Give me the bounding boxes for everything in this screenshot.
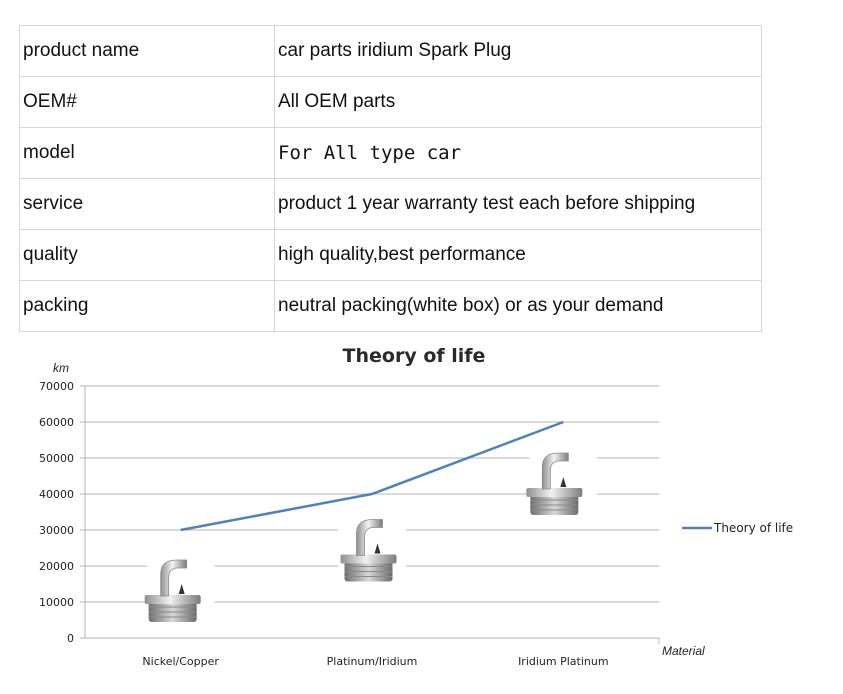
table-row: service product 1 year warranty test eac… <box>19 178 762 230</box>
x-tick-label: Platinum/Iridium <box>327 655 418 668</box>
legend-label: Theory of life <box>713 521 793 535</box>
legend: Theory of life <box>682 521 793 535</box>
spec-key: OEM# <box>19 76 275 128</box>
x-tick-label: Nickel/Copper <box>142 655 219 668</box>
table-row: packing neutral packing(white box) or as… <box>19 280 762 332</box>
x-axis-label: Material <box>662 644 705 658</box>
spec-key: quality <box>19 229 275 281</box>
x-tick-label: Iridium Platinum <box>518 655 609 668</box>
y-tick-label: 60000 <box>39 416 74 429</box>
spark-plug-images <box>144 443 598 628</box>
y-tick-label: 70000 <box>39 380 74 393</box>
spec-key: service <box>19 178 275 230</box>
series-group <box>180 420 564 532</box>
y-tick-label: 50000 <box>39 452 74 465</box>
spec-table: product name car parts iridium Spark Plu… <box>19 25 762 332</box>
spec-value: neutral packing(white box) or as your de… <box>274 280 762 332</box>
spec-key: product name <box>19 25 275 77</box>
table-row: quality high quality,best performance <box>19 229 762 281</box>
spec-value: car parts iridium Spark Plug <box>274 25 762 77</box>
spec-value: product 1 year warranty test each before… <box>274 178 762 230</box>
series-line <box>180 420 564 532</box>
y-tick-label: 40000 <box>39 488 74 501</box>
chart-title: Theory of life <box>343 345 486 367</box>
y-tick-label: 30000 <box>39 524 74 537</box>
y-tick-label: 10000 <box>39 596 74 609</box>
spec-value: high quality,best performance <box>274 229 762 281</box>
table-row: OEM# All OEM parts <box>19 76 762 128</box>
spec-value: All OEM parts <box>274 76 762 128</box>
spec-value: For All type car <box>274 127 762 179</box>
y-tick-label: 20000 <box>39 560 74 573</box>
spec-key: packing <box>19 280 275 332</box>
y-tick-label: 0 <box>67 632 74 645</box>
spec-key: model <box>19 127 275 179</box>
table-row: model For All type car <box>19 127 762 179</box>
y-axis-label: km <box>53 361 69 375</box>
x-categories: Nickel/Copper Platinum/Iridium Iridium Pla… <box>142 655 608 668</box>
line-chart: Theory of life km Material 0 10000 20000 30… <box>39 345 793 668</box>
y-ticks: 0 10000 20000 30000 40000 50000 60000 70000 <box>39 380 85 645</box>
table-row: product name car parts iridium Spark Plu… <box>19 25 762 77</box>
